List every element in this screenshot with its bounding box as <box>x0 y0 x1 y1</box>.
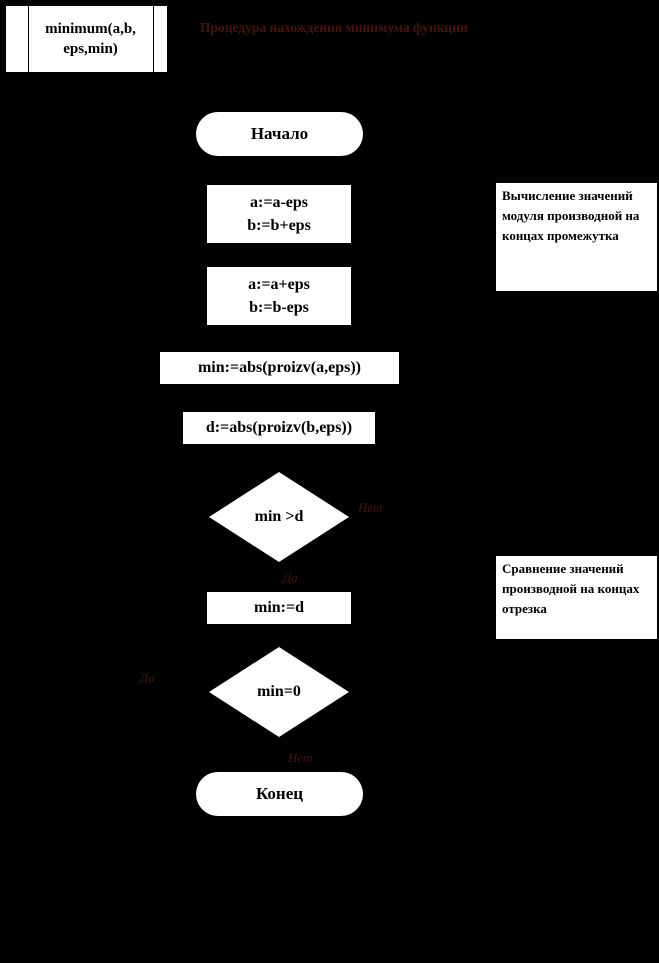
annotation-note2: Сравнение значений производной на концах… <box>495 555 658 640</box>
page-title: Процедура нахождения минимума функции <box>200 20 468 35</box>
branch-label-decision1-no: Нет <box>358 500 383 515</box>
branch-label-decision2-no: Нет <box>288 750 313 765</box>
header-divider-right <box>153 6 154 72</box>
branch-label-decision2-yes: Да <box>140 670 155 685</box>
branch-label-decision1-yes: Да <box>283 570 298 585</box>
node-step4-rect: d:=abs(proizv(b,eps)) <box>183 412 375 444</box>
node-decision1-diamond: min >d <box>209 472 349 562</box>
annotation-note1: Вычисление значений модуля производной н… <box>495 182 658 292</box>
header-divider-left <box>28 6 29 72</box>
node-decision2-diamond: min=0 <box>209 647 349 737</box>
node-end-terminator: Конец <box>196 772 363 816</box>
node-step3-rect: min:=abs(proizv(a,eps)) <box>160 352 399 384</box>
node-step1-rect: a:=a-eps b:=b+eps <box>207 185 351 243</box>
node-step5-rect: min:=d <box>207 592 351 624</box>
procedure-header-box: minimum(a,b, eps,min) <box>5 5 168 73</box>
node-step2-rect: a:=a+eps b:=b-eps <box>207 267 351 325</box>
procedure-name-label: minimum(a,b, eps,min) <box>45 20 136 57</box>
node-start-terminator: Начало <box>196 112 363 156</box>
